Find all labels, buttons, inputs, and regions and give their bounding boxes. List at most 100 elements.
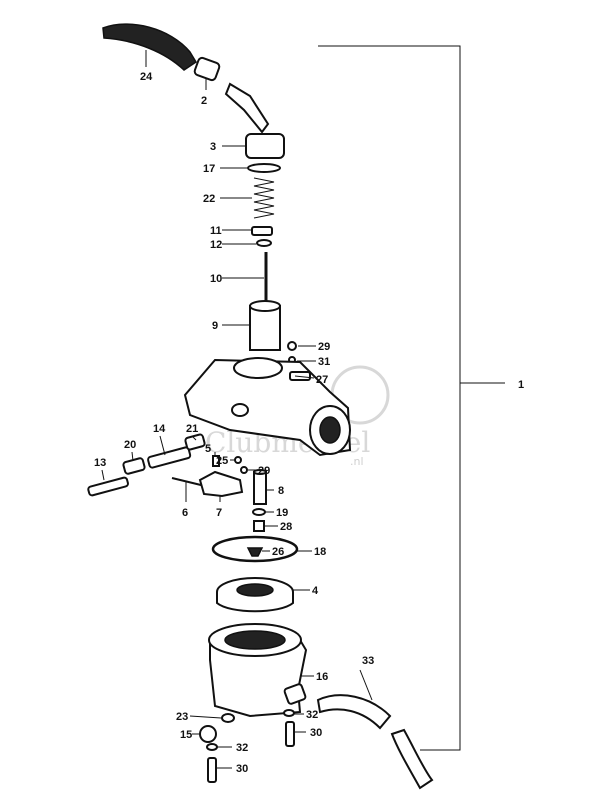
callout-20: 20: [124, 439, 136, 462]
drain-screw-part: [199, 725, 217, 743]
part-label-14: 14: [153, 423, 166, 435]
callout-14: 14: [153, 423, 166, 456]
cable-guide-pipe-part: [224, 82, 270, 134]
part-label-13: 13: [94, 457, 106, 469]
carburetor-body-part: [183, 357, 352, 457]
callout-7: 7: [216, 495, 222, 519]
throttle-spring-part: [253, 177, 275, 219]
part-label-33: 33: [362, 655, 374, 667]
adjuster-sleeve-part: [193, 56, 221, 82]
part-label-2: 2: [201, 95, 207, 107]
callout-32b: 32: [217, 742, 248, 754]
watermark-suffix: .nl: [350, 455, 364, 468]
callout-30a: 30: [294, 727, 322, 739]
callout-23: 23: [176, 711, 222, 723]
float-part: [216, 577, 294, 613]
callout-9: 9: [212, 320, 249, 332]
small-o-ring-part: [240, 466, 248, 474]
part-label-5: 5: [205, 443, 211, 455]
callout-19: 19: [265, 507, 288, 519]
rubber-cap-part: [102, 23, 198, 71]
callout-16: 16: [300, 671, 328, 683]
callout-8: 8: [266, 485, 284, 497]
top-cap-nut-part: [245, 133, 285, 159]
needle-clip-part: [256, 239, 272, 247]
part-label-25: 25: [216, 455, 228, 467]
part-label-9: 9: [212, 320, 218, 332]
jet-ring-part: [252, 508, 266, 516]
part-label-32b: 32: [236, 742, 248, 754]
part-label-30a: 30: [310, 727, 322, 739]
callout-18: 18: [297, 546, 326, 558]
part-label-8: 8: [278, 485, 284, 497]
right-washer-part: [283, 709, 295, 717]
pilot-screw-spring-part: [122, 457, 146, 475]
jet-center-part: [246, 547, 264, 557]
drain-gasket-part: [221, 713, 235, 723]
assembly-bracket: [318, 45, 461, 751]
callout-33: 33: [362, 655, 374, 667]
callout-31: 31: [297, 356, 330, 368]
callout-29b: 29: [248, 465, 270, 477]
part-label-17: 17: [203, 163, 215, 175]
callout-29a: 29: [298, 341, 330, 353]
main-jet-holder-part: [253, 469, 267, 505]
float-arm-pin-part: [171, 477, 206, 487]
lower-washer-part: [206, 743, 218, 751]
part-label-23: 23: [176, 711, 188, 723]
fuel-hose-part: [316, 694, 434, 790]
callout-4: 4: [293, 585, 319, 597]
throttle-stop-spring-part: [184, 433, 206, 451]
callout-24: 24: [140, 50, 153, 83]
part-label-12: 12: [210, 239, 222, 251]
callout-28: 28: [264, 521, 292, 533]
callout-12: 12: [210, 239, 256, 251]
part-label-32a: 32: [306, 709, 318, 721]
float-chamber-part: [208, 623, 308, 718]
small-screw-part: [287, 341, 297, 351]
callout-30b: 30: [216, 763, 248, 775]
callout-22: 22: [203, 193, 252, 205]
callout-5: 5: [205, 443, 216, 456]
lower-screw-part: [207, 757, 217, 783]
float-arm-part: [198, 470, 244, 498]
part-label-29b: 29: [258, 465, 270, 477]
part-label-28: 28: [280, 521, 292, 533]
float-bowl-gasket-part: [211, 535, 299, 563]
part-label-31: 31: [318, 356, 330, 368]
part-label-19: 19: [276, 507, 288, 519]
throttle-valve-part: [249, 300, 281, 351]
callout-32a: 32: [294, 709, 318, 721]
part-label-3: 3: [210, 141, 216, 153]
part-label-7: 7: [216, 507, 222, 519]
callout-1: 1: [518, 379, 524, 391]
callout-6: 6: [182, 482, 188, 519]
callout-2: 2: [201, 78, 207, 107]
callout-27: 27: [294, 374, 328, 386]
callout-13: 13: [94, 457, 106, 481]
part-label-26: 26: [272, 546, 284, 558]
right-screw-part: [285, 721, 295, 747]
part-label-6: 6: [182, 507, 188, 519]
callout-21: 21: [186, 423, 198, 441]
part-label-30b: 30: [236, 763, 248, 775]
callout-10: 10: [210, 273, 264, 285]
callout-17: 17: [203, 163, 247, 175]
main-jet-part: [253, 520, 265, 532]
float-pin-small-part: [212, 455, 220, 467]
callout-15: 15: [180, 729, 200, 741]
part-label-24: 24: [140, 71, 153, 83]
needle-valve-part: [234, 456, 242, 464]
part-label-18: 18: [314, 546, 326, 558]
part-label-22: 22: [203, 193, 215, 205]
part-label-11: 11: [210, 225, 222, 237]
washer-part: [247, 163, 281, 173]
callout-3: 3: [210, 141, 245, 153]
callout-26: 26: [262, 546, 284, 558]
part-label-21: 21: [186, 423, 198, 435]
part-label-10: 10: [210, 273, 222, 285]
clip-plate-part: [251, 226, 273, 236]
part-label-16: 16: [316, 671, 328, 683]
leader-33: [359, 669, 373, 701]
